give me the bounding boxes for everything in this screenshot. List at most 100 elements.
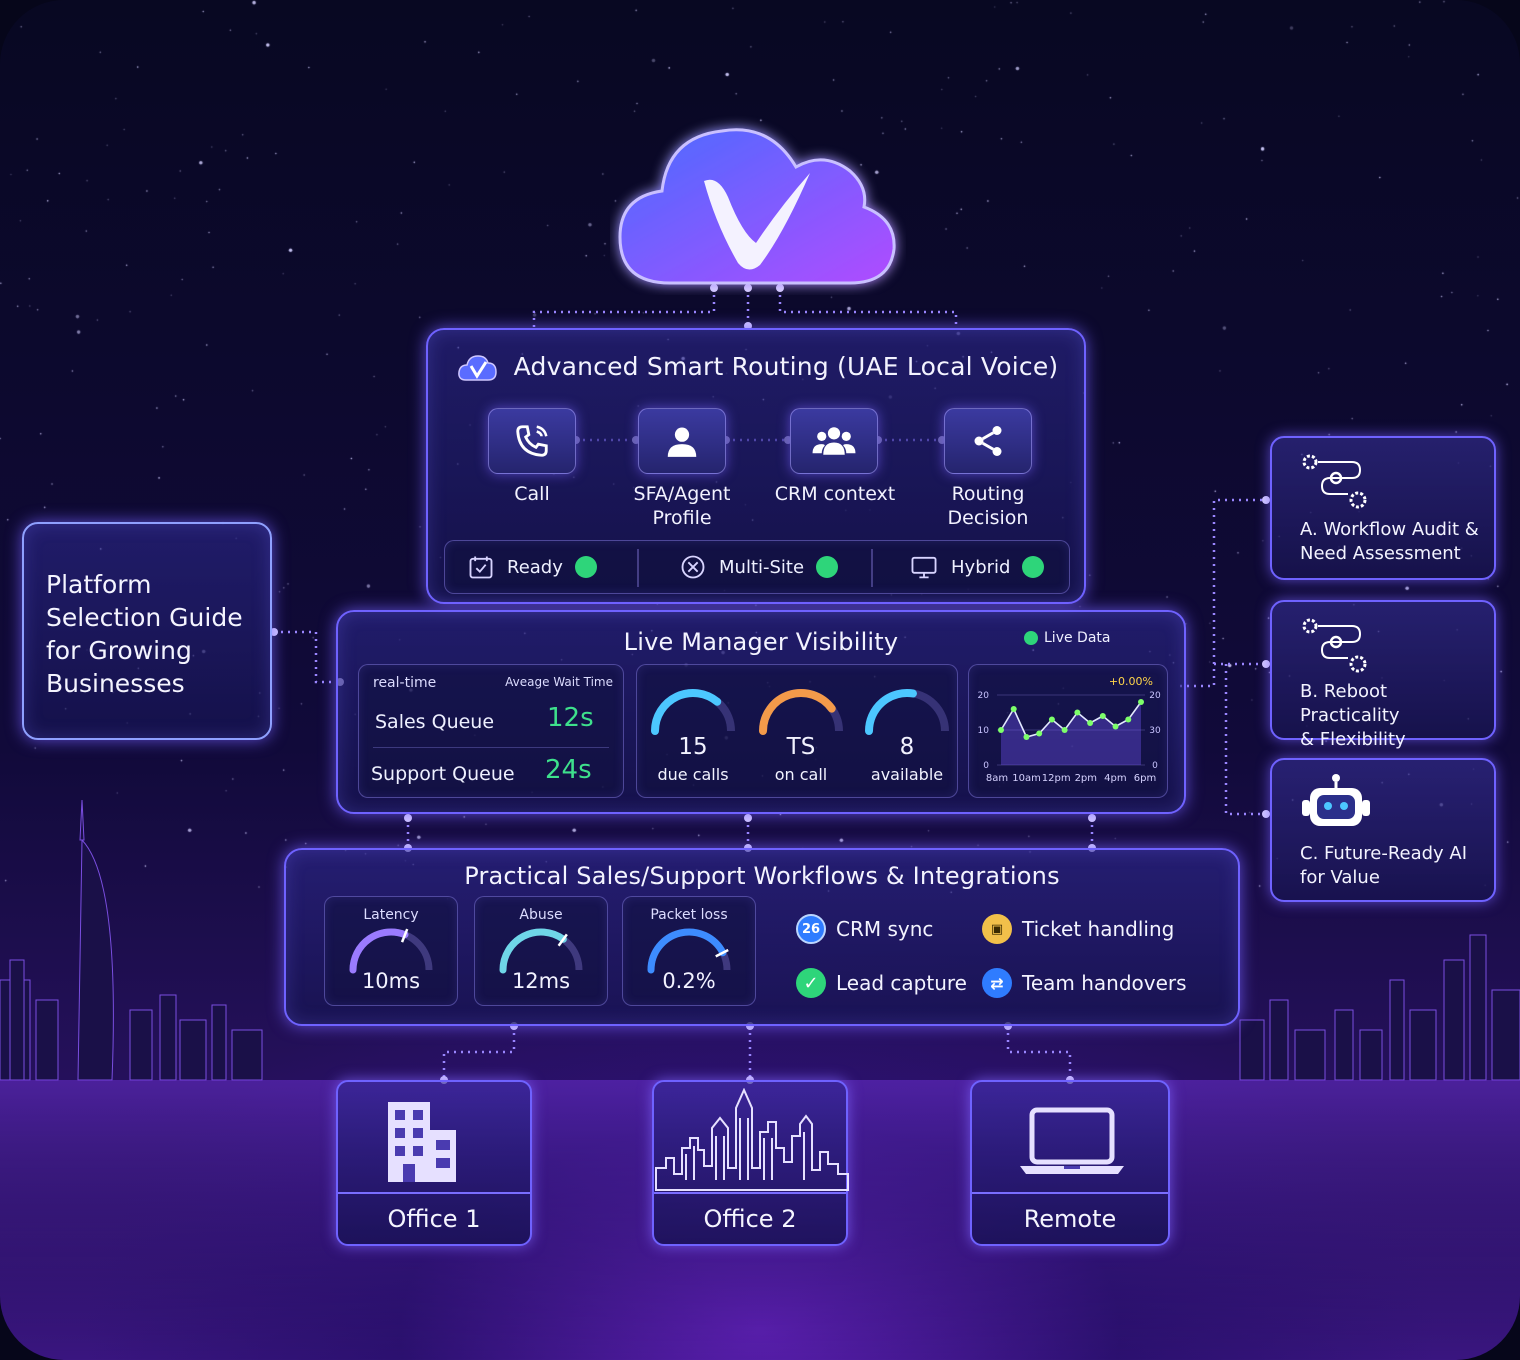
metric-card: Packet loss 0.2%	[622, 896, 756, 1006]
gears-flow-icon	[1302, 618, 1367, 673]
gauge-value: 8	[899, 734, 915, 760]
divider	[637, 549, 639, 587]
gauge-value: TS	[786, 734, 816, 760]
check-icon	[574, 556, 597, 578]
cloud-check-logo-icon	[618, 128, 896, 285]
calendar-badge-icon: 26	[796, 914, 826, 944]
metric-gauge-fill	[647, 928, 727, 974]
phone-icon	[516, 425, 548, 457]
integration-team-handovers: ⇄ Team handovers	[982, 968, 1187, 998]
step-crm-node[interactable]	[790, 408, 878, 474]
metric-value: 0.2%	[662, 969, 716, 993]
side-card-reboot[interactable]: B. Reboot Practicality& Flexibility	[1270, 600, 1496, 750]
site-remote[interactable]: Remote	[970, 1080, 1170, 1246]
chart-y-tick: 20	[978, 691, 990, 701]
side-card-text: B. Reboot Practicality& Flexibility	[1300, 681, 1406, 750]
site-office-2[interactable]: Office 2	[652, 1080, 849, 1246]
connector-cloud-right	[778, 288, 958, 330]
step-routing-node[interactable]	[944, 408, 1032, 474]
site-label: Remote	[972, 1192, 1168, 1244]
gauge-fill	[651, 689, 722, 735]
ticket-icon: ▣	[982, 914, 1012, 944]
metric-gauge-needle	[715, 948, 729, 958]
chart-point	[1061, 727, 1068, 733]
chart-y-tick-right: 0	[1152, 761, 1158, 771]
handover-icon: ⇄	[982, 968, 1012, 998]
status-ready: Ready	[467, 553, 597, 581]
workflows-panel: Practical Sales/Support Workflows & Inte…	[284, 848, 1240, 1026]
chart-y-tick: 0	[983, 761, 989, 771]
chart-x-tick: 8am	[986, 773, 1008, 784]
gauge-value: 15	[678, 734, 708, 760]
connector-workflows-office1	[442, 1026, 516, 1080]
robot-icon	[1302, 774, 1370, 826]
metric-gauge-fill	[349, 928, 409, 974]
metric-gauge-fill	[499, 928, 567, 974]
workflows-title: Practical Sales/Support Workflows & Inte…	[464, 862, 1060, 890]
chart-point	[1036, 730, 1043, 737]
queue-name: Support Queue	[371, 763, 515, 785]
circle-x-icon	[681, 555, 705, 579]
routing-panel: Advanced Smart Routing (UAE Local Voice)	[426, 328, 1086, 604]
site-office-1[interactable]: Office 1	[336, 1080, 532, 1246]
metric-value: 12ms	[511, 969, 571, 993]
step-crm-label: CRM context	[774, 483, 896, 505]
side-card-workflow-audit[interactable]: A. Workflow Audit &Need Assessment	[1270, 436, 1496, 580]
gears-flow-icon	[1302, 454, 1367, 509]
chart-x-tick: 6pm	[1134, 773, 1156, 784]
connector-live-side	[1180, 498, 1266, 816]
connector-workflows-remote	[1006, 1026, 1072, 1080]
chart-point	[1023, 734, 1030, 740]
divider	[373, 747, 609, 748]
calendar-check-icon	[469, 556, 493, 579]
check-icon	[1022, 556, 1045, 578]
chart-y-tick-right: 30	[1149, 726, 1161, 736]
metric-gauge-track	[647, 928, 731, 971]
metric-value: 10ms	[361, 969, 421, 993]
side-card-text: A. Workflow Audit &Need Assessment	[1300, 519, 1479, 564]
chart-point	[1099, 713, 1106, 719]
cloud-check-small-icon	[458, 355, 497, 381]
status-hybrid: Hybrid	[909, 553, 1045, 581]
chart-point	[1125, 716, 1132, 723]
agent-gauges	[651, 689, 949, 735]
gauge-fill	[759, 689, 836, 735]
user-icon	[667, 427, 697, 457]
laptop-icon	[1020, 1107, 1124, 1174]
queue-wait-value: 12s	[547, 703, 594, 733]
integration-lead-capture: ✓ Lead capture	[796, 968, 967, 998]
queues-header-right: Aveage Wait Time	[505, 675, 613, 689]
metric-card: Latency 10ms	[324, 896, 458, 1006]
status-ready-label: Ready	[507, 556, 563, 578]
check-icon	[816, 556, 839, 578]
agent-gauges-card: 15 due calls TS on call 8 available	[636, 664, 958, 798]
gauge-label: due calls	[657, 765, 729, 784]
chart-point	[1010, 706, 1017, 712]
divider	[871, 549, 873, 587]
connector-live-workflows	[406, 818, 1094, 848]
queues-header-left: real-time	[373, 675, 437, 691]
live-data-badge: Live Data	[1024, 630, 1110, 646]
step-call-label: Call	[514, 483, 550, 505]
chart-x-tick: 2pm	[1075, 773, 1097, 784]
step-call-node[interactable]	[488, 408, 576, 474]
live-title: Live Manager Visibility	[623, 628, 899, 656]
step-sfa-node[interactable]	[638, 408, 726, 474]
status-hybrid-label: Hybrid	[951, 556, 1011, 578]
connector-guide-live	[274, 630, 340, 684]
site-label: Office 1	[338, 1192, 530, 1244]
chart-y-tick-right: 20	[1149, 691, 1161, 701]
chart-y-tick: 10	[978, 726, 990, 736]
connector-cloud-left	[532, 288, 716, 330]
metric-label: Latency	[363, 907, 419, 923]
city-skyline-icon	[655, 1088, 849, 1191]
gauge-fill	[865, 689, 917, 735]
chart-area	[1001, 702, 1141, 765]
